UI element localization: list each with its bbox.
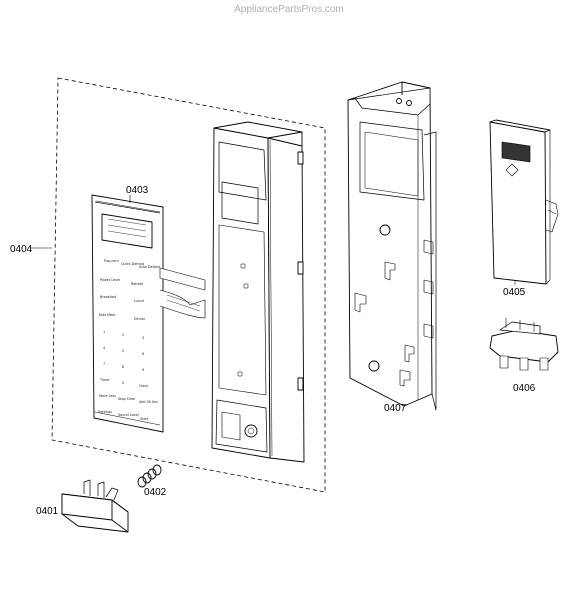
keypad-label: 8 bbox=[122, 365, 124, 369]
keypad-label: Quick Defrost bbox=[121, 262, 145, 266]
keypad-label: Stop Clear bbox=[118, 397, 136, 401]
callout-0401: 0401 bbox=[36, 506, 59, 517]
keypad-label: Lunch bbox=[134, 299, 144, 303]
callout-0402: 0402 bbox=[144, 487, 167, 498]
keypad-label: 1 bbox=[103, 330, 105, 334]
part-callouts: 0403 0404 0401 0402 0407 0405 0406 bbox=[10, 185, 536, 517]
keypad-label: Dinner bbox=[134, 317, 146, 321]
keypad-label: Timer bbox=[99, 378, 110, 382]
callout-0403: 0403 bbox=[126, 185, 149, 196]
display-window bbox=[101, 213, 153, 249]
keypad-label: Clock bbox=[139, 384, 148, 388]
callout-0406: 0406 bbox=[513, 383, 536, 394]
mounting-bracket-0407 bbox=[347, 81, 437, 411]
keypad-label: 4 bbox=[103, 346, 105, 350]
control-panel-frame bbox=[211, 121, 305, 463]
keypad-label: Kids Meal bbox=[99, 313, 115, 317]
keypad-label: 2 bbox=[122, 333, 124, 337]
keypad-label: 7 bbox=[103, 362, 105, 366]
watermark: AppliancePartsPros.com bbox=[234, 4, 344, 15]
keypad-label: Add 30 Sec bbox=[139, 400, 158, 404]
keypad-label: 9 bbox=[142, 368, 144, 372]
keypad-label: Power Level bbox=[100, 278, 120, 282]
keypad-label: 5 bbox=[122, 349, 124, 353]
keypad-label: Breakfast bbox=[100, 295, 117, 299]
keypad-label: Sound Level bbox=[118, 413, 139, 417]
control-board-0405 bbox=[489, 119, 559, 285]
keypad-label: Settings bbox=[98, 410, 112, 414]
keypad-labels: Pop-corn Quick Defrost Auto Defrost Powe… bbox=[98, 259, 161, 421]
keypad-label: Auto Defrost bbox=[139, 265, 161, 269]
callout-0407: 0407 bbox=[384, 403, 407, 414]
keypad-label: 0 bbox=[122, 381, 124, 385]
keypad-label: Reheat bbox=[131, 282, 144, 286]
callout-0404: 0404 bbox=[10, 244, 33, 255]
keypad-label: More Less bbox=[99, 394, 116, 398]
keypad-label: 6 bbox=[142, 352, 144, 356]
relay-0406 bbox=[489, 318, 559, 371]
keypad-label: Start bbox=[140, 417, 149, 421]
spring-0402 bbox=[137, 464, 162, 488]
keypad-label: 3 bbox=[142, 336, 144, 340]
door-button-0401 bbox=[61, 479, 129, 533]
keypad-membrane-0403 bbox=[91, 194, 206, 433]
callout-0405: 0405 bbox=[503, 287, 526, 298]
keypad-label: Pop-corn bbox=[104, 259, 119, 263]
